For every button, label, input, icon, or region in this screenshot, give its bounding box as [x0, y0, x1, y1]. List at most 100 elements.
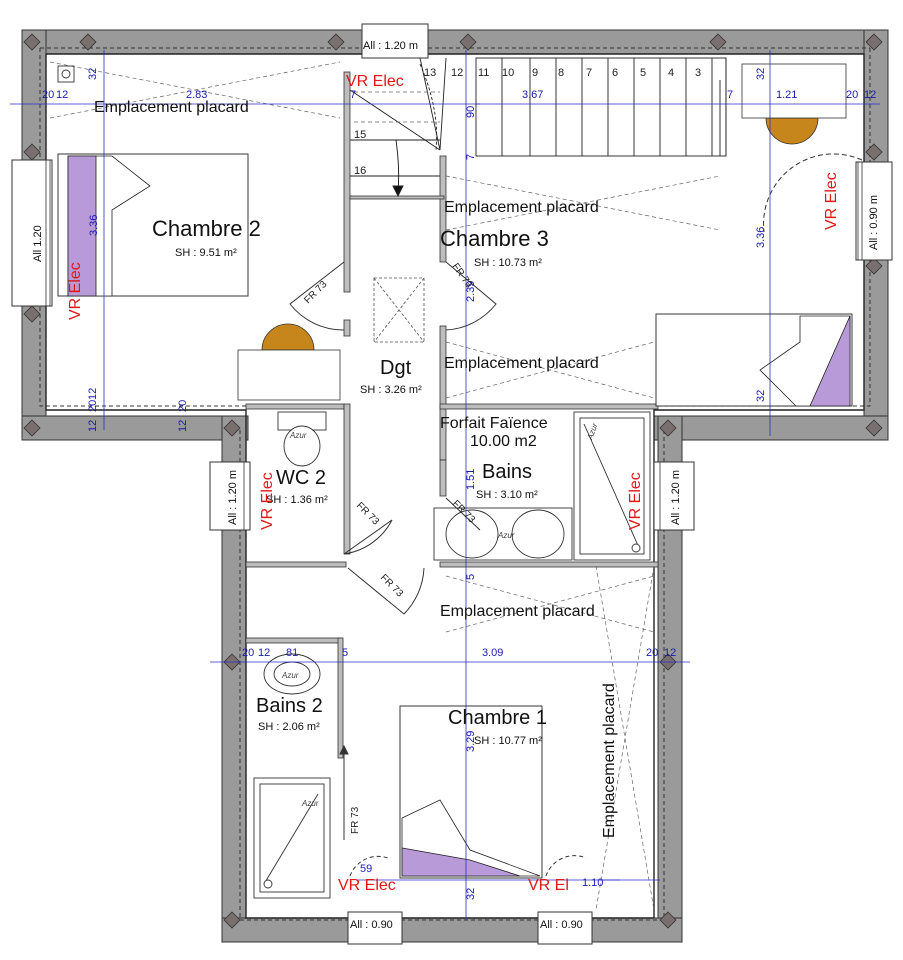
- fr73-label-chambre-2: FR 73: [302, 279, 329, 306]
- faience-line-1: Forfait Faïence: [440, 415, 548, 432]
- fr73-label-wc: FR 73: [354, 500, 381, 527]
- window-label-mid-right: All : 1.20 m: [670, 470, 682, 525]
- dim-90: 90: [465, 106, 477, 118]
- wall-inner-lines: [39, 47, 871, 921]
- dim-5-ml: 5: [342, 647, 348, 659]
- room-bains: Bains: [482, 461, 532, 483]
- window-label-bottom-right: All : 0.90: [540, 919, 583, 931]
- dim-110: 1.10: [582, 877, 603, 889]
- dim-367: 3.67: [522, 89, 543, 101]
- dim-32-topleft: 32: [87, 68, 99, 80]
- dim-32-midright: 32: [755, 390, 767, 402]
- azur-bains2-sink-label: Azur: [281, 671, 299, 680]
- dim-12-mr: 12: [664, 647, 676, 659]
- dim-329: 3.29: [465, 731, 477, 752]
- dim-239: 2.39: [465, 281, 477, 302]
- stair-step-11: 11: [478, 67, 489, 79]
- placard-label-chambre-3-top: Emplacement placard: [444, 199, 599, 216]
- dim-121: 1.21: [776, 89, 797, 101]
- staircase: [349, 57, 727, 198]
- dim-7-left: 7: [350, 89, 356, 101]
- stair-step-numbers: 3 4 5 6 7 8 9 10 11 12 13 15 16: [354, 67, 701, 177]
- dim-20-tl: 20: [42, 89, 54, 101]
- stair-step-9: 9: [532, 67, 538, 79]
- dim-309: 3.09: [482, 647, 503, 659]
- placard-outlines: [49, 61, 721, 911]
- window-openings: [11, 23, 893, 945]
- dim-12-bl2: 12: [87, 388, 99, 400]
- dim-151: 1.51: [465, 469, 477, 490]
- fr73-label-bains-2: FR 73: [350, 806, 361, 834]
- azur-wc-label: Azur: [289, 431, 307, 440]
- dim-12-bl: 12: [87, 420, 99, 432]
- stair-step-5: 5: [640, 67, 646, 79]
- dim-32-topright: 32: [755, 68, 767, 80]
- window-label-top: All : 1.20 m: [363, 40, 418, 52]
- room-chambre-3: Chambre 3: [440, 226, 549, 251]
- arrow-up-icon: [339, 744, 349, 762]
- exterior-walls: [21, 29, 889, 943]
- dim-12-ml: 12: [258, 647, 270, 659]
- azur-bains-label: Azur: [497, 531, 515, 540]
- room-bains-2-area: SH : 2.06 m²: [258, 721, 320, 733]
- room-wc-2-area: SH : 1.36 m²: [266, 494, 328, 506]
- vr-elec-label-bains: VR Elec: [627, 472, 644, 530]
- dim-32-bottom: 32: [465, 888, 477, 900]
- stair-step-6: 6: [612, 67, 618, 79]
- vr-elec-label-wc: VR Elec: [259, 472, 276, 530]
- dim-283: 2.83: [186, 89, 207, 101]
- bed-covers: [67, 155, 851, 877]
- vr-elec-label-right: VR Elec: [823, 172, 840, 230]
- stair-step-12: 12: [451, 67, 463, 79]
- stair-step-7: 7: [586, 67, 592, 79]
- dim-7-right: 7: [727, 89, 733, 101]
- room-chambre-2-area: SH : 9.51 m²: [175, 247, 237, 259]
- dim-59: 59: [360, 863, 372, 875]
- room-chambre-2: Chambre 2: [152, 216, 261, 241]
- dim-20-bl: 20: [87, 400, 99, 412]
- window-label-right: All : 0.90 m: [868, 195, 880, 250]
- vr-elec-label-left: VR Elec: [67, 262, 84, 320]
- placard-label-chambre-1-side: Emplacement placard: [601, 683, 618, 838]
- stair-step-15: 15: [354, 129, 366, 141]
- dim-336-left: 3.36: [88, 215, 100, 236]
- window-label-left: All 1.20: [32, 225, 44, 262]
- door-swings: [289, 153, 863, 877]
- beds: [57, 153, 853, 879]
- placard-label-chambre-1-top: Emplacement placard: [440, 603, 595, 620]
- dim-12-tl: 12: [56, 89, 68, 101]
- room-dgt-area: SH : 3.26 m²: [360, 384, 422, 396]
- room-dgt: Dgt: [380, 357, 412, 379]
- dim-7-stair: 7: [465, 154, 477, 160]
- room-chambre-1: Chambre 1: [448, 707, 547, 729]
- vr-elec-label-bottom-right: VR El: [528, 877, 569, 894]
- dim-20-mr: 20: [646, 647, 658, 659]
- stair-step-8: 8: [558, 67, 564, 79]
- azur-bains2-shower-label: Azur: [301, 799, 319, 808]
- trapdoor: [373, 277, 425, 343]
- lamps: [237, 63, 847, 401]
- placard-label-chambre-2: Emplacement placard: [94, 99, 249, 116]
- dimension-labels: 2.83 3.67 1.21 20 12 20 12 7 7 3.36 3.36…: [42, 68, 876, 900]
- dim-20-ml: 20: [242, 647, 254, 659]
- dim-20-bm: 20: [177, 400, 189, 412]
- room-bains-area: SH : 3.10 m²: [476, 489, 538, 501]
- interior-partitions: [245, 71, 659, 759]
- dim-81: 81: [286, 647, 298, 659]
- stair-step-10: 10: [502, 67, 514, 79]
- dimension-lines: [10, 50, 880, 920]
- window-sashes: [45, 160, 863, 530]
- stair-step-3: 3: [695, 67, 701, 79]
- stair-step-4: 4: [668, 67, 674, 79]
- wall-inner-border: [45, 53, 865, 919]
- placard-label-chambre-3-bottom: Emplacement placard: [444, 355, 599, 372]
- dim-5-mid: 5: [465, 574, 477, 580]
- bathroom-fixtures: [253, 411, 651, 899]
- fr73-label-chambre-3: FR 73: [450, 261, 475, 290]
- window-label-mid-left: All : 1.20 m: [227, 470, 239, 525]
- vr-elec-label-bottom-left: VR Elec: [338, 877, 396, 894]
- dim-12-tr: 12: [864, 89, 876, 101]
- room-bains-2: Bains 2: [256, 695, 323, 717]
- socket-icon: [57, 65, 75, 83]
